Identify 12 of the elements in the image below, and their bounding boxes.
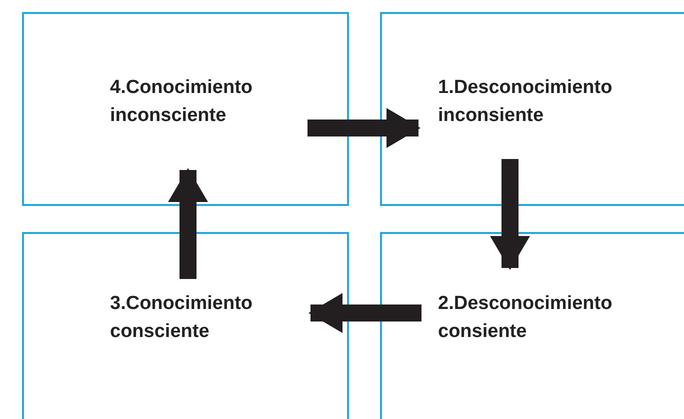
block-arrow xyxy=(308,108,420,148)
block-arrow xyxy=(168,168,208,279)
block-arrow xyxy=(308,293,422,333)
quadrant-title: 1.Desconocimiento inconsiente xyxy=(438,76,614,128)
quadrant-box xyxy=(380,12,684,206)
quadrant-title: 3.Conocimiento consciente xyxy=(110,292,254,344)
quadrant-title: 2.Desconocimiento consiente xyxy=(438,292,614,344)
quadrant-box xyxy=(22,232,349,419)
quadrant-title: 4.Conocimiento inconsciente xyxy=(110,76,254,128)
block-arrow xyxy=(490,159,530,270)
quadrant-box xyxy=(380,232,684,419)
quadrant-box xyxy=(22,12,349,206)
